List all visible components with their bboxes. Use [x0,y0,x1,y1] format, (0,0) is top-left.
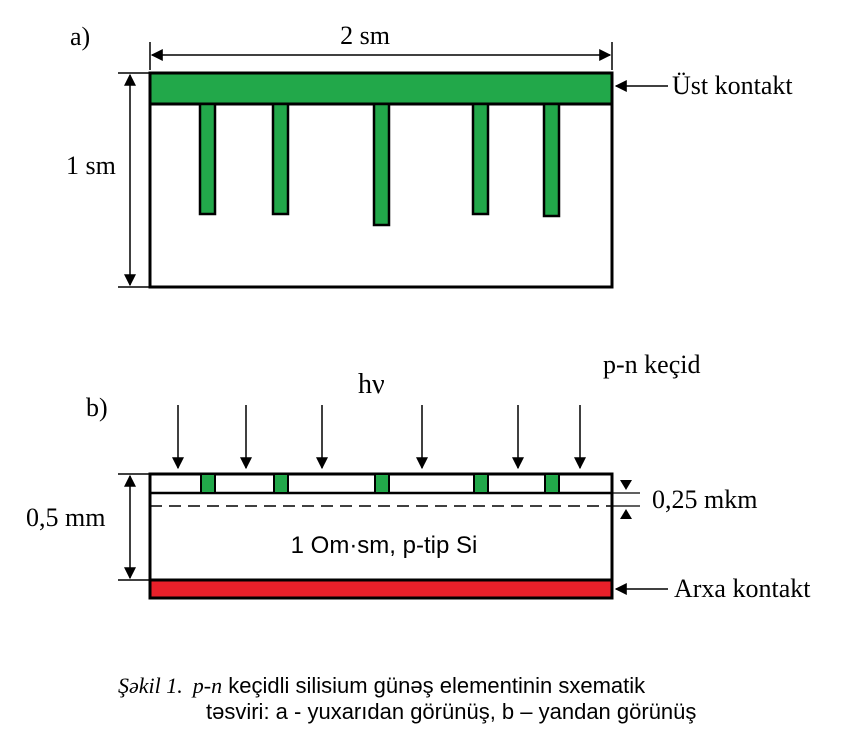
side-finger-2 [273,473,289,494]
side-finger-5 [544,473,560,494]
caption-line-2: təsviri: a - yuxarıdan görünüş, b – yand… [206,699,696,724]
thickness-label: 0,5 mm [26,503,105,532]
figure-caption: Şəkil 1. p-n keçidli silisium günəş eleme… [118,673,696,724]
contact-finger-4 [471,102,490,216]
top-contact-label: Üst kontakt [672,71,793,100]
panel-a-top-view: a) 2 sm 1 sm Üst kontakt [66,21,793,289]
substrate-label: 1 Om·sm, p-tip Si [291,532,478,559]
caption-line-1: Şəkil 1. p-n keçidli silisium günəş eleme… [118,673,646,698]
panel-b-side-view: b) hν p-n keçid 0,5 mm 1 Om·sm, p-tip Si [26,350,811,603]
contact-finger-5 [542,102,561,218]
contact-finger-2 [271,102,290,216]
caption-line-1-rest: keçidli silisium günəş elementinin sxema… [222,673,646,698]
depth-arrow-down [620,480,632,490]
back-contact [148,578,614,600]
top-contact-busbar [148,71,614,106]
light-arrows [172,405,586,470]
side-finger-1 [200,473,216,494]
back-contact-label: Arxa kontakt [674,574,811,603]
junction-depth-label: 0,25 mkm [652,485,757,514]
width-label: 2 sm [340,21,390,50]
contact-finger-1 [198,102,217,216]
side-finger-3 [374,473,390,494]
panel-a-label: a) [70,22,90,51]
depth-arrow-up [620,509,632,519]
height-label: 1 sm [66,151,116,180]
caption-prefix: Şəkil 1. [118,673,183,698]
panel-b-label: b) [86,393,108,422]
pn-junction-label: p-n keçid [603,350,700,379]
side-finger-4 [473,473,489,494]
contact-finger-3 [372,102,391,227]
caption-italic-term: p-n [191,673,222,698]
light-hv-label: hν [358,369,385,400]
